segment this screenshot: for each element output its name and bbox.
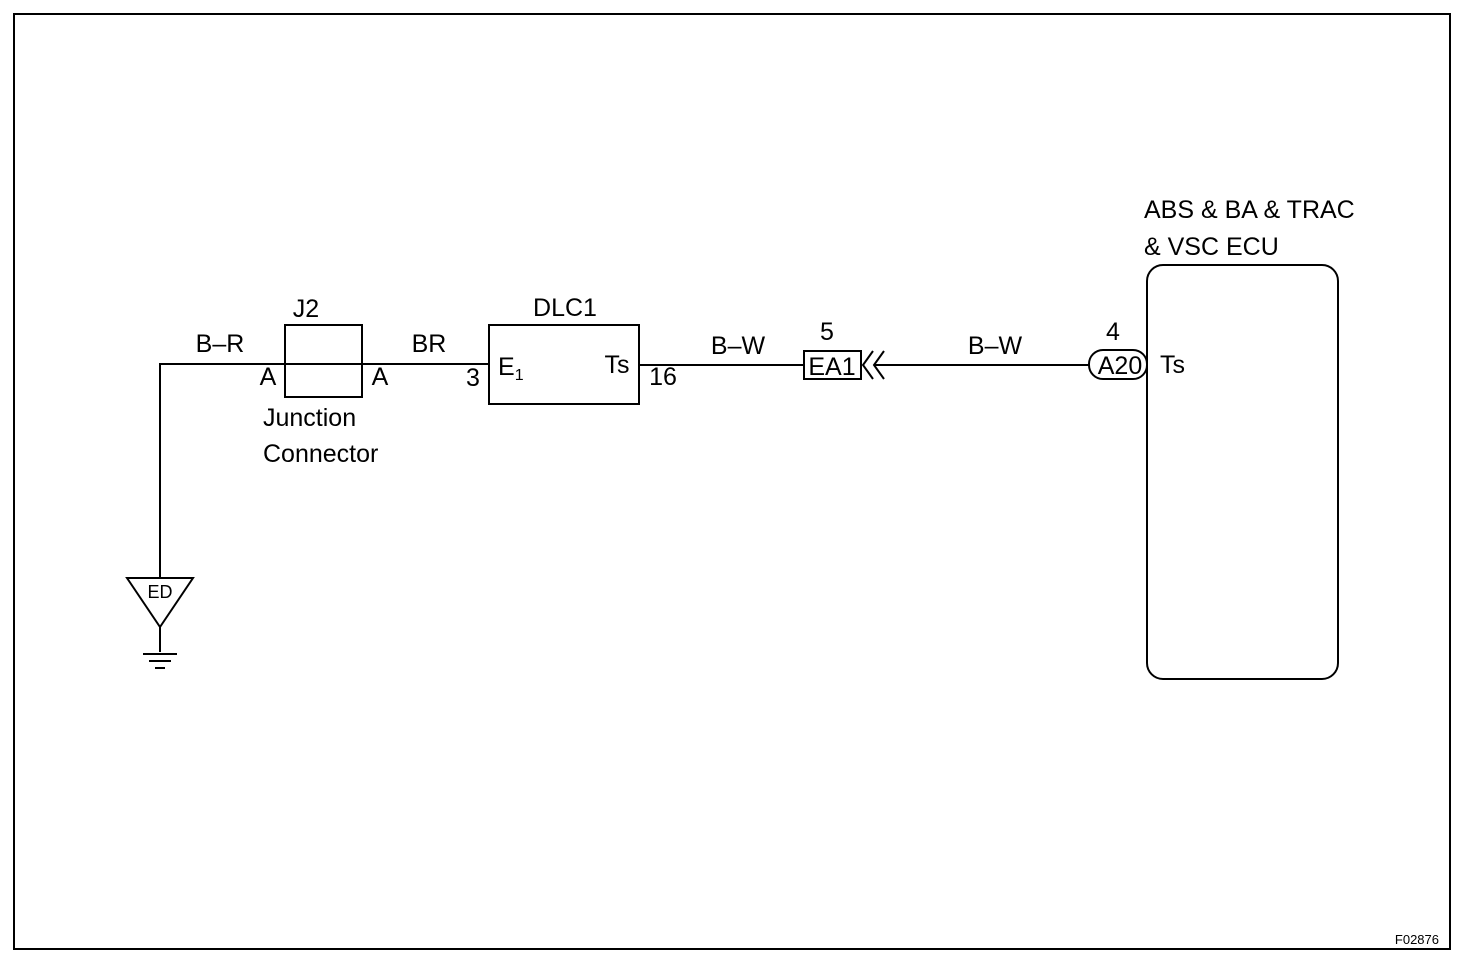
dlc1-connector: DLC1 E1 Ts 3 16 <box>466 294 677 405</box>
dlc1-terminal-ts: Ts <box>605 351 630 379</box>
a20-pin: 4 <box>1106 318 1120 346</box>
dlc1-pin-3: 3 <box>466 364 480 392</box>
junction-pin-left: A <box>260 363 277 391</box>
ea1-name: EA1 <box>808 353 855 381</box>
ecu-box <box>1146 264 1339 680</box>
dlc1-name: DLC1 <box>533 294 597 322</box>
wire-ground-to-j2 <box>159 363 285 578</box>
dlc1-terminal-e1-main: E <box>498 353 515 381</box>
dlc1-terminal-e1: E1 <box>498 353 524 384</box>
ea1-pin: 5 <box>820 318 834 346</box>
ecu-abs-ba-trac-vsc: ABS & BA & TRAC & VSC ECU Ts <box>1144 196 1355 680</box>
ground-symbol: ED <box>125 577 195 669</box>
ecu-title-line2: & VSC ECU <box>1144 233 1279 261</box>
ea1-box <box>803 350 862 380</box>
figure-id: F02876 <box>1395 932 1439 947</box>
ecu-title-line1: ABS & BA & TRAC <box>1144 196 1355 224</box>
connector-a20: A20 4 <box>1088 318 1148 380</box>
junction-box <box>284 324 363 398</box>
diagram-frame <box>13 13 1451 950</box>
junction-caption-line2: Connector <box>263 440 378 468</box>
wire-label-b-w-1: B–W <box>711 332 766 360</box>
dlc1-terminal-e1-sub: 1 <box>515 367 524 384</box>
junction-name: J2 <box>293 295 319 323</box>
ecu-terminal-ts: Ts <box>1160 351 1185 379</box>
ea1-chevron-1 <box>861 350 874 380</box>
junction-connector-j2: J2 A A Junction Connector <box>260 295 389 468</box>
dlc1-pin-16: 16 <box>649 363 677 391</box>
wire-label-b-r: B–R <box>196 330 245 358</box>
wire-label-b-w-2: B–W <box>968 332 1023 360</box>
ground-label: ED <box>147 582 172 602</box>
wire-label-br: BR <box>412 330 447 358</box>
connector-ea1: EA1 5 <box>803 318 885 381</box>
junction-caption-line1: Junction <box>263 404 356 432</box>
junction-pin-right: A <box>372 363 389 391</box>
a20-name: A20 <box>1098 352 1142 380</box>
